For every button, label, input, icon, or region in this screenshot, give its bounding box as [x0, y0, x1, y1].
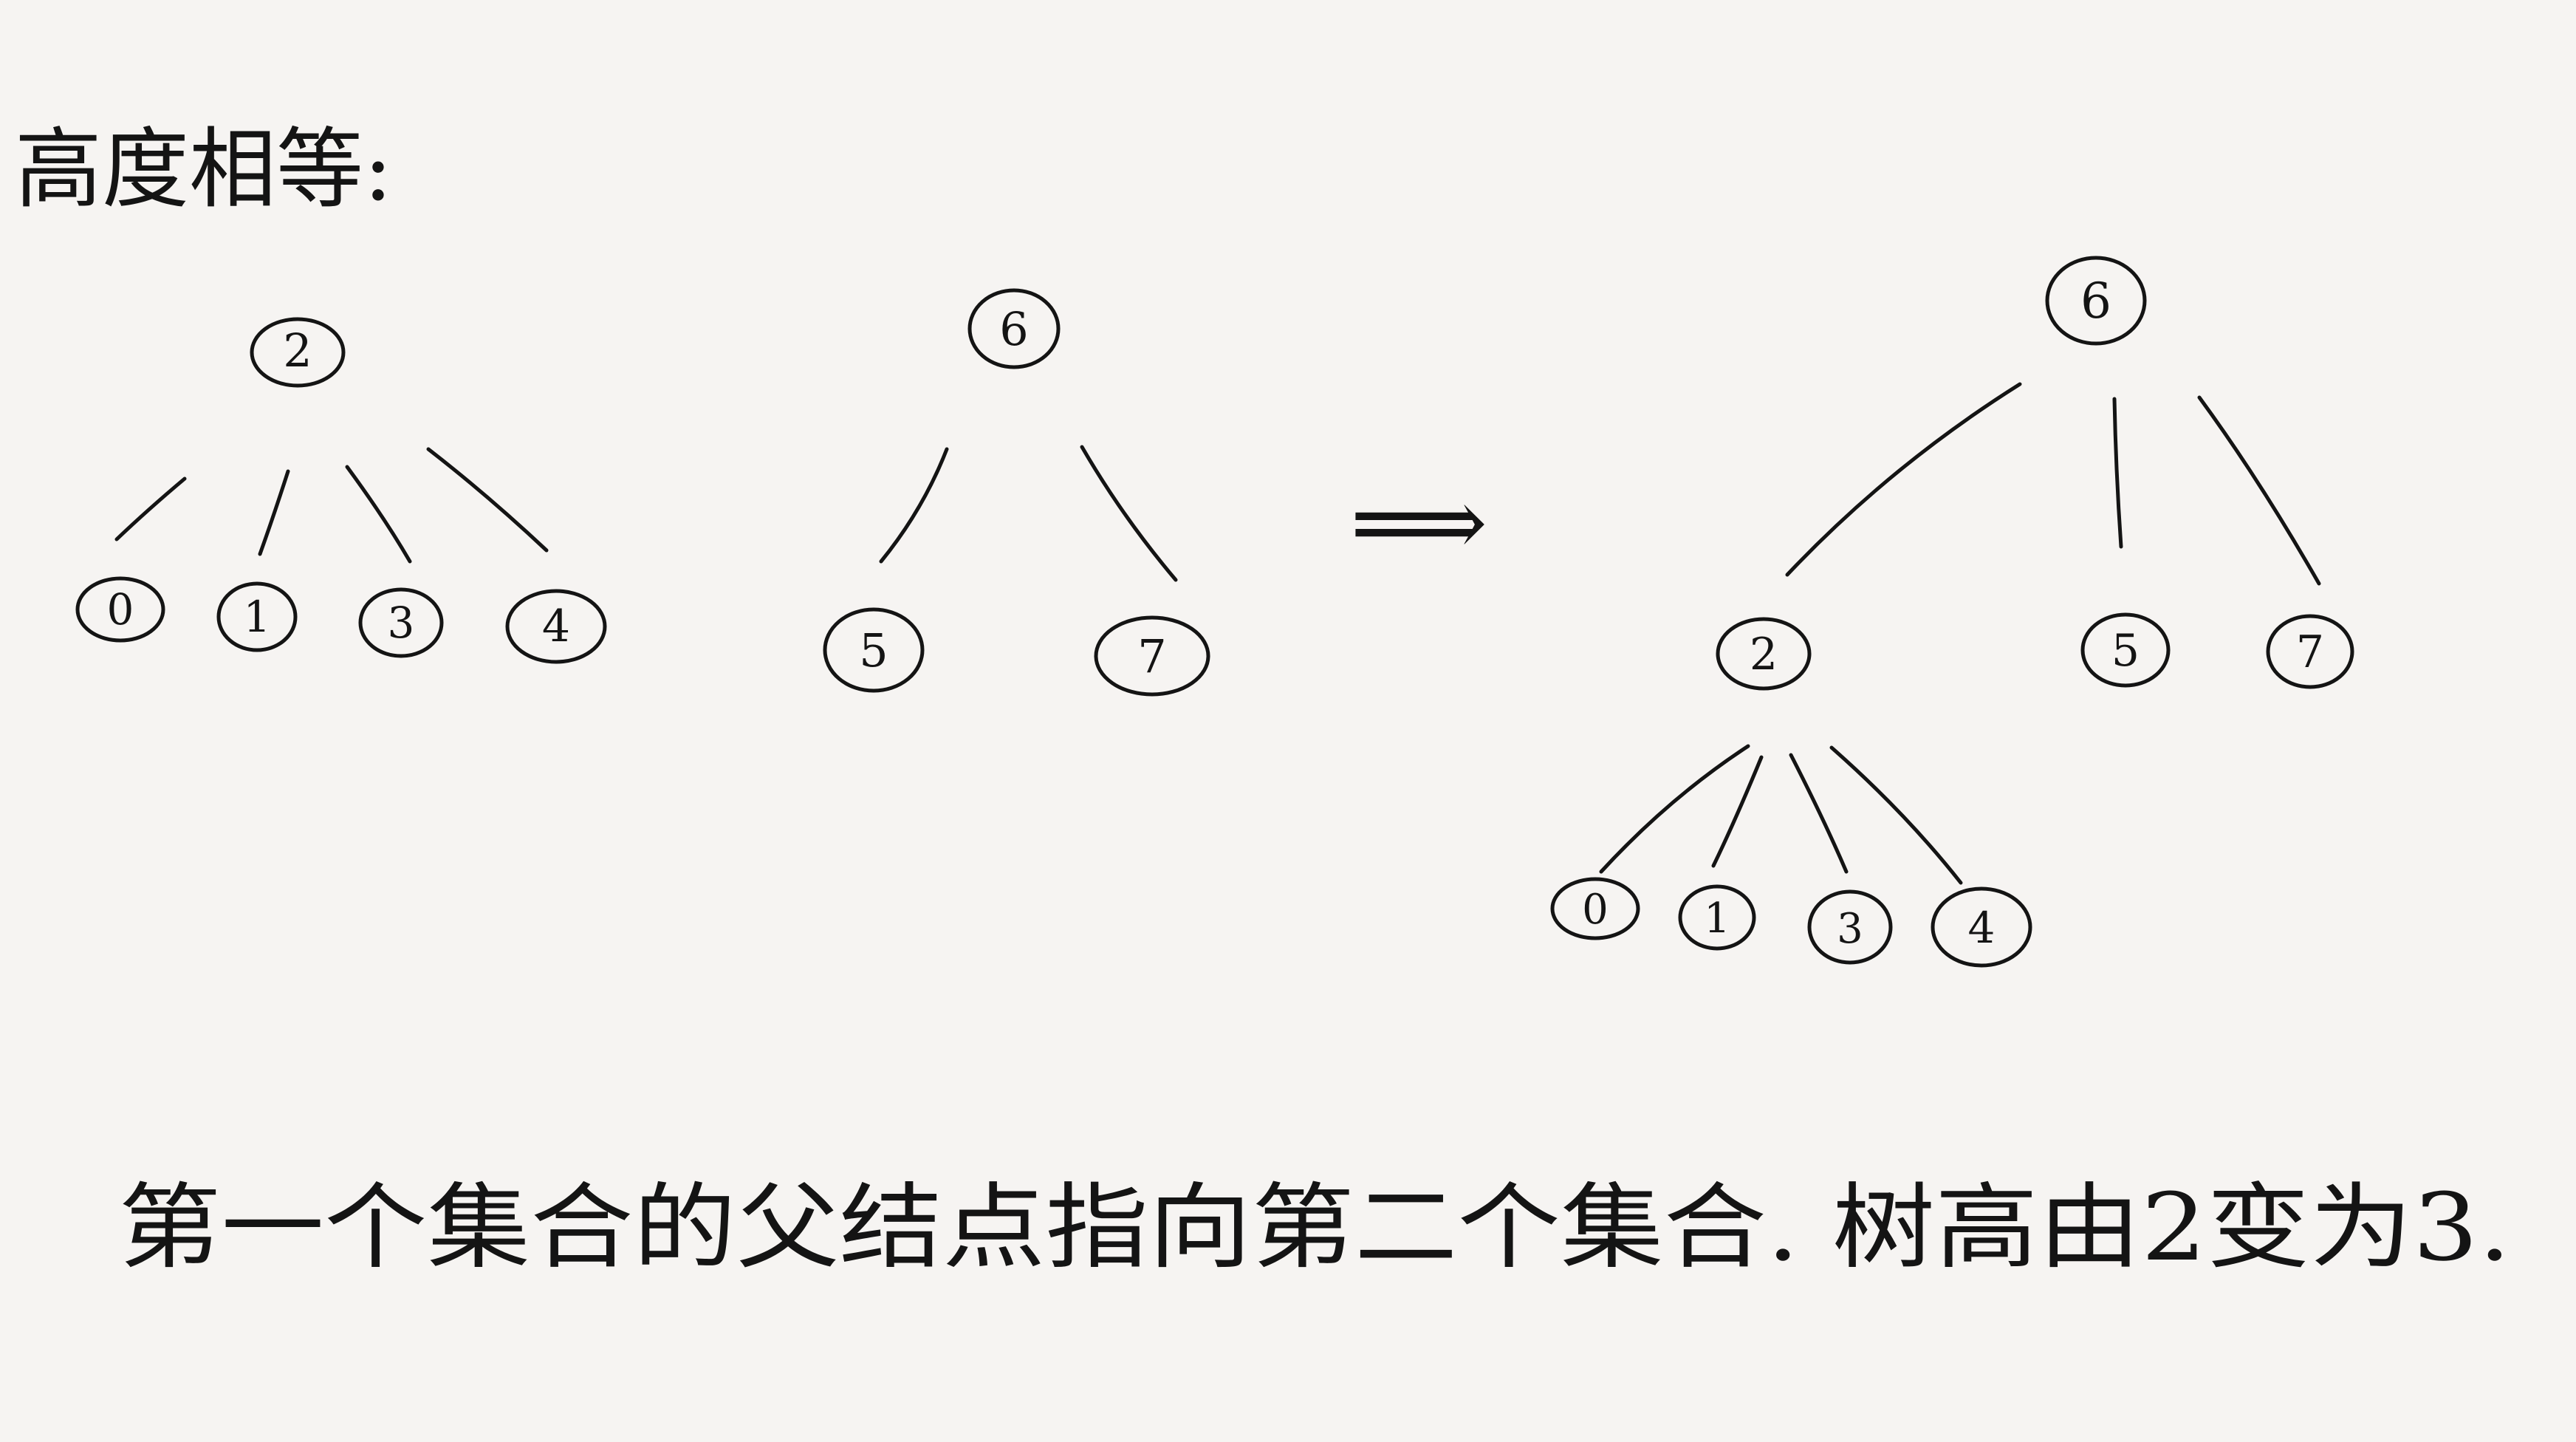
tree-merged: 6 2 5 7 0 1 3 4 [1550, 256, 2354, 968]
edge-6-2 [1785, 382, 2022, 577]
merged-node-6: 6 [2045, 256, 2147, 346]
node-3-label: 3 [388, 598, 415, 648]
merged-node-3: 3 [1807, 889, 1893, 965]
node-6: 6 [967, 288, 1061, 369]
node-1-label: 1 [244, 592, 271, 642]
tree-left: 2 0 1 3 4 [75, 317, 607, 664]
merged-node-1: 1 [1678, 884, 1756, 951]
merged-node-2: 2 [1716, 617, 1812, 691]
merged-node-3-label: 3 [1837, 905, 1863, 953]
node-4: 4 [505, 589, 607, 664]
node-5: 5 [823, 607, 925, 693]
tree-middle: 6 5 7 [823, 288, 1210, 697]
merged-node-7: 7 [2266, 614, 2354, 689]
node-2-label: 2 [283, 324, 312, 377]
node-1: 1 [216, 581, 298, 652]
node-5-label: 5 [859, 623, 888, 677]
edge-2-0m [1599, 744, 1750, 874]
edge-6-7 [1080, 445, 1178, 582]
merged-node-5-label: 5 [2111, 625, 2140, 677]
node-6-label: 6 [999, 302, 1028, 356]
edge-6-7m [2197, 395, 2321, 586]
edge-6-5 [879, 447, 949, 564]
edge-2-0 [114, 476, 187, 541]
merged-node-0-label: 0 [1582, 886, 1609, 934]
node-3: 3 [358, 587, 444, 658]
merged-node-4: 4 [1931, 886, 2032, 968]
node-7-label: 7 [1137, 629, 1166, 683]
merged-node-0: 0 [1550, 877, 1640, 940]
merged-node-4-label: 4 [1968, 903, 1996, 953]
double-arrow-icon: ⟹ [1350, 466, 1487, 578]
node-0: 0 [75, 576, 165, 643]
node-2: 2 [250, 317, 346, 388]
merged-node-1-label: 1 [1704, 895, 1730, 943]
merged-node-6-label: 6 [2080, 273, 2111, 329]
edge-6-5m [2112, 397, 2123, 549]
edge-2-3 [345, 465, 412, 564]
heading-text: 高度相等: [15, 118, 393, 220]
node-7: 7 [1094, 615, 1210, 697]
edge-2-1 [258, 469, 290, 556]
edge-2-1m [1711, 755, 1764, 868]
merged-node-7-label: 7 [2296, 626, 2324, 678]
node-0-label: 0 [107, 584, 134, 635]
edge-2-4 [426, 447, 549, 553]
merged-node-5: 5 [2080, 612, 2171, 688]
edge-2-4m [1829, 745, 1963, 885]
node-4-label: 4 [542, 601, 570, 652]
merged-node-2-label: 2 [1750, 629, 1778, 680]
edge-2-3m [1789, 753, 1849, 874]
caption-text: 第一个集合的父结点指向第二个集合. 树高由2变为3. [118, 1173, 2511, 1282]
